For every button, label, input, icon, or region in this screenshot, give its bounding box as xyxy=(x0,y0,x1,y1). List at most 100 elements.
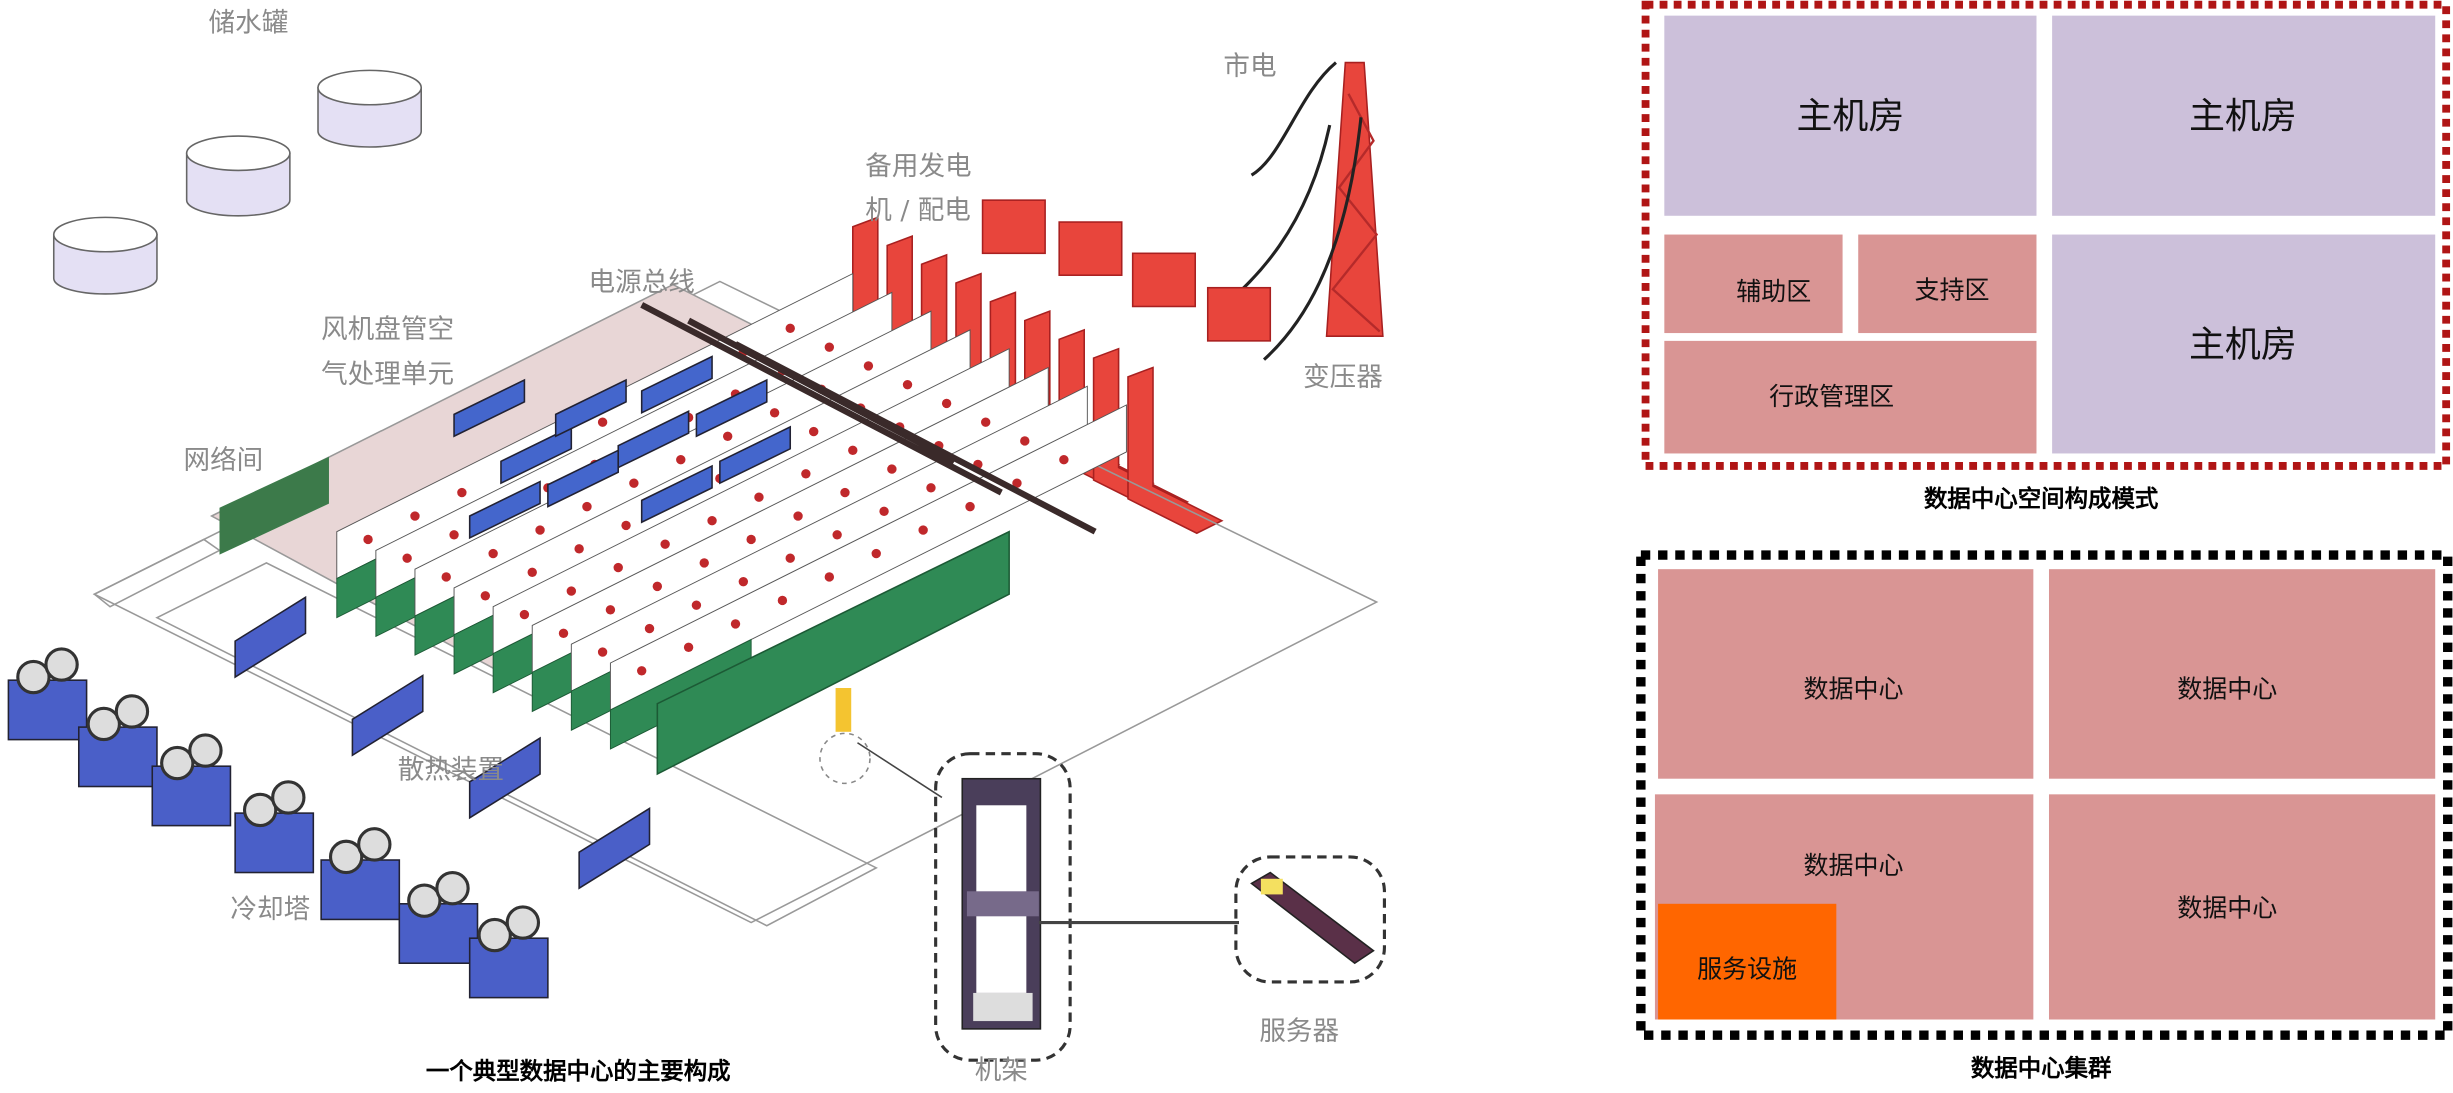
rack-power-unit xyxy=(597,417,608,427)
label-backup-generator-1: 备用发电 xyxy=(865,151,971,182)
fan-coil-unit xyxy=(500,425,573,485)
chiller-unit xyxy=(234,595,307,679)
rack-power-unit xyxy=(707,516,717,526)
illustration-caption: 一个典型数据中心的主要构成 xyxy=(426,1057,731,1085)
fan-icon xyxy=(407,883,442,918)
label-city-power: 市电 xyxy=(1223,51,1276,82)
rack-power-unit xyxy=(519,609,530,620)
chiller-unit xyxy=(468,736,541,820)
rack-power-unit xyxy=(1012,478,1022,488)
support-zone xyxy=(1858,234,2037,334)
label-power-bus: 电源总线 xyxy=(589,267,695,298)
rack-power-unit xyxy=(809,426,819,437)
water-tank xyxy=(52,216,158,295)
highlighted-rack xyxy=(835,688,852,732)
fan-icon xyxy=(271,780,306,815)
rack-power-unit xyxy=(981,417,991,427)
rack-power-unit xyxy=(840,487,850,498)
main-room xyxy=(2052,15,2436,216)
water-tanks xyxy=(52,69,422,295)
rack-power-unit xyxy=(644,623,655,634)
rack-power-unit xyxy=(527,567,537,577)
cooling-tower xyxy=(234,812,315,874)
rack-power-unit xyxy=(1059,455,1069,465)
label-backup-generator-2: 机 / 配电 xyxy=(865,195,971,226)
fan-coil-unit xyxy=(453,378,526,438)
fan-coil-unit xyxy=(617,409,690,469)
label-server: 服务器 xyxy=(1259,1016,1339,1047)
data-center-label: 数据中心 xyxy=(2177,674,2277,703)
rack-power-unit xyxy=(918,525,928,535)
rack-power-unit xyxy=(871,548,881,559)
space-layout-panel: 主机房 主机房 主机房 辅助区 支持区 行政管理区 数据中心空间构成模式 xyxy=(1641,0,2451,513)
rack-power-unit xyxy=(730,619,741,629)
rack-power-unit xyxy=(449,530,459,540)
fan-icon xyxy=(435,870,470,906)
cluster-panel: 数据中心 数据中心 数据中心 数据中心 服务设施 数据中心集群 xyxy=(1636,550,2453,1082)
main-room xyxy=(1664,15,2037,216)
rack-power-unit xyxy=(824,572,835,582)
rack-power-unit xyxy=(652,581,663,592)
connector-line xyxy=(857,742,943,799)
rack-power-unit xyxy=(785,553,795,563)
rack-power-unit xyxy=(488,548,498,559)
rack-power-unit xyxy=(410,511,420,521)
support-zone-label: 支持区 xyxy=(1915,276,1990,305)
cluster-border xyxy=(1636,550,2453,1040)
rack-power-unit xyxy=(480,591,491,601)
server-detail xyxy=(1234,855,1386,984)
data-center-block xyxy=(1658,569,2034,779)
fan-coil-unit xyxy=(468,480,541,540)
data-center-label: 数据中心 xyxy=(1804,851,1904,880)
rack-detail xyxy=(934,752,1072,1062)
data-center-block xyxy=(2048,569,2436,779)
rack-power-unit xyxy=(887,464,897,474)
label-water-tank: 储水罐 xyxy=(209,7,289,38)
network-equipment xyxy=(219,456,329,555)
heat-dissipation-units xyxy=(234,595,651,890)
generator xyxy=(1092,347,1190,516)
cooling-tower xyxy=(77,726,158,788)
rack-power-unit xyxy=(824,342,835,352)
fan-icon xyxy=(114,694,150,729)
admin-zone xyxy=(1664,340,2037,454)
service-facility-block xyxy=(1658,903,1837,1020)
rack-power-unit xyxy=(863,361,874,371)
fan-icon xyxy=(477,917,512,953)
fan-coil-unit xyxy=(695,378,768,438)
fan-coil-units xyxy=(453,355,792,540)
water-tank xyxy=(317,69,422,148)
cooling-tower xyxy=(7,679,88,741)
label-fan-coil-1: 风机盘管空 xyxy=(321,314,454,345)
rack-power-unit xyxy=(441,572,451,582)
main-room-label: 主机房 xyxy=(1796,96,1904,137)
label-heat-dissipation: 散热装置 xyxy=(398,755,504,786)
rack-power-unit xyxy=(582,501,592,512)
rack-power-unit xyxy=(629,478,639,488)
zoom-circle xyxy=(819,732,871,785)
rack-power-unit xyxy=(363,534,373,545)
rack-power-unit xyxy=(793,511,803,521)
fan-icon xyxy=(357,827,392,862)
rack-power-unit xyxy=(832,530,842,540)
label-rack: 机架 xyxy=(975,1055,1028,1086)
rack-power-unit xyxy=(683,642,694,653)
rack-power-unit xyxy=(613,562,623,573)
cooling-tower xyxy=(468,937,549,999)
fan-icon xyxy=(16,659,51,695)
auxiliary-zone-label: 辅助区 xyxy=(1736,277,1811,306)
label-network-room: 网络间 xyxy=(184,445,264,476)
cooling-tower xyxy=(398,903,479,964)
power-bus xyxy=(640,302,1097,535)
cluster-caption: 数据中心集群 xyxy=(1971,1054,2112,1082)
rack-power-unit xyxy=(402,553,412,563)
auxiliary-zone xyxy=(1664,234,1843,334)
generator xyxy=(1127,366,1224,535)
main-room-label: 主机房 xyxy=(2189,96,2297,137)
fan-coil-unit xyxy=(640,355,713,415)
rack-power-unit xyxy=(738,576,749,587)
chiller-unit xyxy=(351,674,424,757)
service-facility-label: 服务设施 xyxy=(1697,954,1797,983)
admin-zone-label: 行政管理区 xyxy=(1769,382,1894,411)
